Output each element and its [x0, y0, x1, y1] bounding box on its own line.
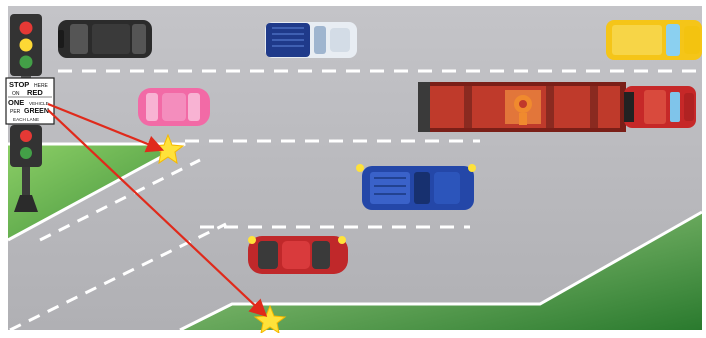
sign-green: GREEN — [24, 108, 49, 115]
sign-vehicle: VEHICLE — [29, 101, 49, 106]
sign-one: ONE — [8, 98, 24, 107]
black-suv — [58, 20, 152, 58]
red-car — [248, 236, 348, 274]
sign-per: PER — [10, 109, 21, 115]
lower-signal-green-light — [20, 147, 32, 159]
white-pickup — [265, 22, 357, 58]
semi-truck — [418, 82, 696, 132]
lower-signal-red-light — [20, 130, 32, 142]
yellow-pickup — [606, 20, 702, 60]
sign-each-lane: EACH LANE — [13, 117, 39, 122]
signal-green-light — [20, 56, 33, 69]
stop-sign-board: STOP HERE ON RED ONE VEHICLE PER GREEN E… — [6, 78, 54, 124]
signal-yellow-light — [20, 39, 33, 52]
signal-red-light — [20, 22, 33, 35]
sign-on: ON — [12, 91, 20, 97]
sign-red: RED — [27, 88, 43, 97]
blue-suv — [356, 164, 476, 210]
pink-car — [138, 88, 210, 126]
